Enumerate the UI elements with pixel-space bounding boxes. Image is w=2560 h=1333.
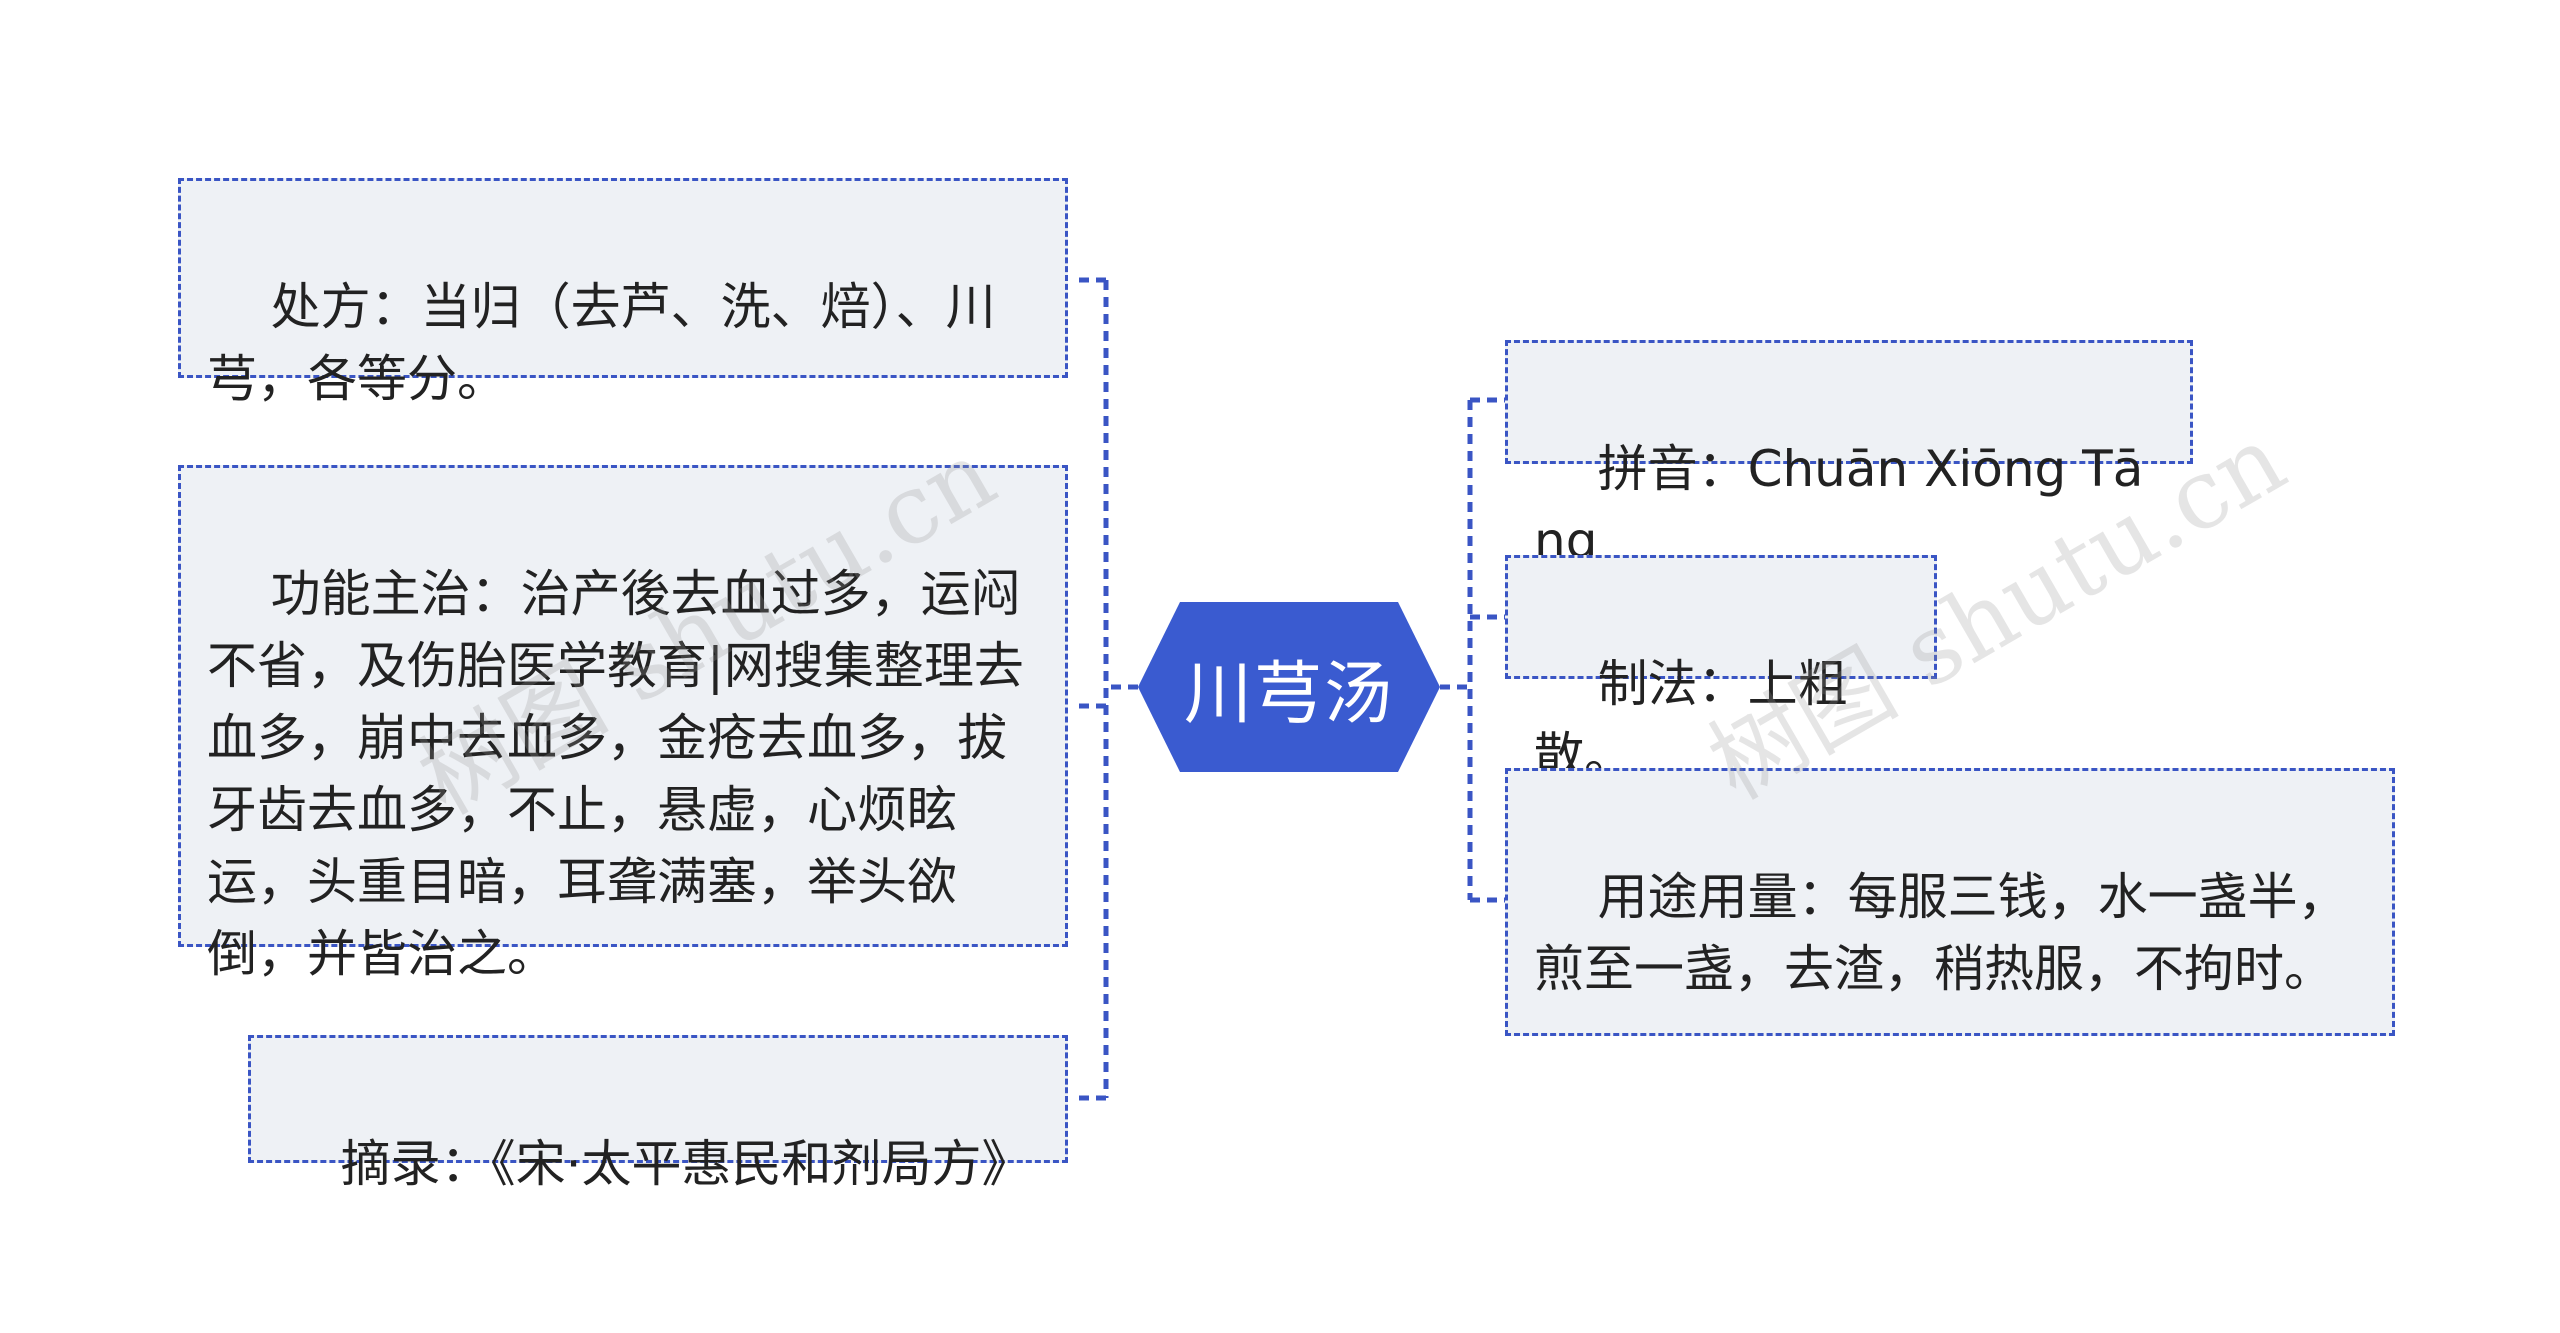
node-indications-text: 功能主治：治产後去血过多，运闷不省，及伤胎医学教育|网搜集整理去血多，崩中去血多… <box>207 565 1024 983</box>
center-topic-label: 川芎汤 <box>1183 654 1394 734</box>
center-topic[interactable]: 川芎汤 <box>1138 602 1440 772</box>
node-usage-dosage-text: 用途用量：每服三钱，水一盏半，煎至一盏，去渣，稍热服，不拘时。 <box>1534 868 2348 998</box>
connector-right-trunk <box>1440 400 1473 900</box>
node-preparation[interactable]: 制法：上粗散。 <box>1505 555 1937 785</box>
node-prescription[interactable]: 处方：当归（去芦、洗、焙）、川芎，各等分。 <box>178 178 1068 408</box>
node-source[interactable]: 摘录：《宋·太平惠民和剂局方》 <box>248 1035 1068 1193</box>
node-source-text: 摘录：《宋·太平惠民和剂局方》 <box>340 1135 1032 1193</box>
node-usage-dosage[interactable]: 用途用量：每服三钱，水一盏半，煎至一盏，去渣，稍热服，不拘时。 <box>1505 768 2395 1036</box>
node-prescription-text: 处方：当归（去芦、洗、焙）、川芎，各等分。 <box>207 278 996 408</box>
node-indications[interactable]: 功能主治：治产後去血过多，运闷不省，及伤胎医学教育|网搜集整理去血多，崩中去血多… <box>178 465 1068 983</box>
node-pinyin[interactable]: 拼音：Chuān Xiōng Tāng <box>1505 340 2193 570</box>
connector-left-trunk <box>1103 280 1138 1098</box>
center-hexagon-shape <box>1138 602 1440 772</box>
